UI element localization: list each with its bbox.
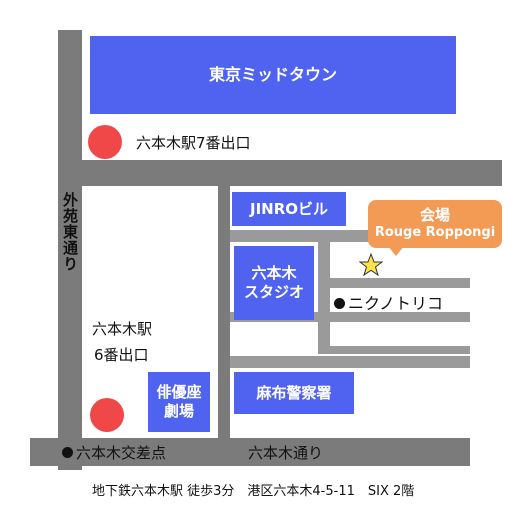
- alley-4: [230, 312, 470, 322]
- venue-callout: 会場 Rouge Roppongi: [368, 200, 502, 248]
- crossing-label: 六本木交差点: [62, 442, 166, 463]
- venue-callout-pointer: [388, 246, 404, 256]
- alley-1: [230, 230, 370, 242]
- tokyo-midtown-building: 東京ミッドタウン: [90, 36, 456, 114]
- roppongi-studio-building: 六本木 スタジオ: [234, 246, 314, 320]
- alley-5: [330, 346, 470, 354]
- alley-2: [318, 242, 330, 354]
- alley-3: [330, 278, 470, 288]
- exit6-marker: [90, 398, 124, 432]
- access-footer: 地下鉄六本木駅 徒歩3分 港区六本木4-5-11 SIX 2階: [92, 484, 415, 499]
- jinro-building: JINROビル: [232, 192, 346, 226]
- midtown-front-road: [82, 160, 502, 186]
- venue-name: Rouge Roppongi: [374, 225, 496, 240]
- exit6-label-line1: 六本木駅: [92, 320, 153, 338]
- alley-6: [230, 356, 470, 368]
- venue-star-icon: [358, 252, 384, 277]
- azabu-police-building: 麻布警察署: [234, 372, 354, 414]
- exit7-marker: [88, 125, 122, 159]
- side-street-vertical: [218, 186, 230, 438]
- exit7-label: 六本木駅7番出口: [136, 134, 251, 152]
- roppongi-avenue-label: 六本木通り: [248, 444, 324, 462]
- nikunotoriko-label: ニクノトリコ: [334, 290, 443, 314]
- gaien-higashi-label: 外苑東通り: [61, 192, 79, 272]
- venue-title: 会場: [419, 206, 450, 224]
- nikunotoriko-marker: [334, 298, 345, 309]
- exit6-label-line2: 6番出口: [94, 346, 149, 364]
- crossing-marker: [62, 447, 73, 458]
- haiyuza-theater-building: 俳優座 劇場: [148, 372, 210, 432]
- crossing-text: 六本木交差点: [76, 444, 167, 462]
- nikunotoriko-text: ニクノトリコ: [348, 294, 444, 313]
- gaien-higashi-road: [58, 30, 82, 470]
- roppongi-avenue-road: [30, 438, 470, 466]
